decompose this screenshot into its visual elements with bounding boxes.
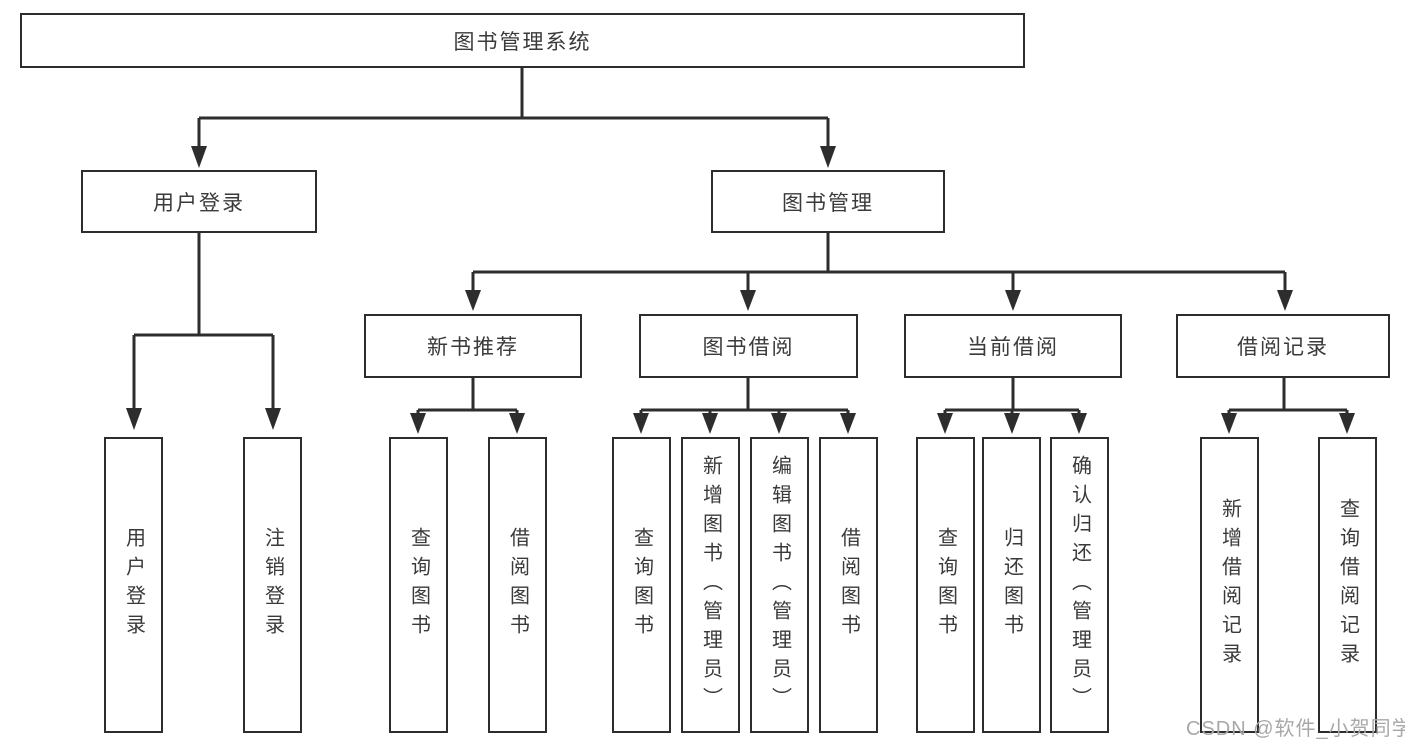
leaf-label: 新增借阅记录 <box>1218 498 1241 672</box>
arrowhead <box>1339 413 1355 434</box>
leaf-borrow-borrow-books: 借阅图书 <box>819 437 878 733</box>
arrowhead <box>740 290 756 311</box>
arrowhead <box>1221 413 1237 434</box>
arrowhead <box>771 413 787 434</box>
arrowhead <box>1277 290 1293 311</box>
arrowheads <box>126 146 1355 434</box>
leaf-user-login: 用户登录 <box>104 437 163 733</box>
leaf-label: 确认归还（管理员） <box>1068 454 1091 716</box>
leaf-label: 编辑图书（管理员） <box>768 454 791 716</box>
arrowhead <box>1071 413 1087 434</box>
leaf-label: 查询图书 <box>407 527 430 643</box>
node-root-system: 图书管理系统 <box>20 13 1025 68</box>
leaf-borrow-edit-books-admin: 编辑图书（管理员） <box>750 437 809 733</box>
watermark: CSDN @软件_小贺同学 <box>1186 718 1405 740</box>
leaf-current-return-books: 归还图书 <box>982 437 1041 733</box>
arrowhead <box>820 146 836 168</box>
arrowhead <box>465 290 481 311</box>
arrowhead <box>702 413 718 434</box>
leaf-label: 新增图书（管理员） <box>699 454 722 716</box>
leaf-label: 注销登录 <box>261 527 284 643</box>
node-label: 图书管理系统 <box>453 30 592 54</box>
leaf-record-add: 新增借阅记录 <box>1200 437 1259 733</box>
node-label: 用户登录 <box>153 191 245 215</box>
leaf-recommend-borrow-books: 借阅图书 <box>488 437 547 733</box>
arrowhead <box>265 408 281 430</box>
leaf-borrow-add-books-admin: 新增图书（管理员） <box>681 437 740 733</box>
leaf-recommend-query-books: 查询图书 <box>389 437 448 733</box>
arrowhead <box>633 413 649 434</box>
leaf-logout: 注销登录 <box>243 437 302 733</box>
leaf-current-query-books: 查询图书 <box>916 437 975 733</box>
arrowhead <box>191 146 207 168</box>
node-new-book-recommend: 新书推荐 <box>364 314 582 378</box>
node-user-login: 用户登录 <box>81 170 317 233</box>
arrowhead <box>1005 290 1021 311</box>
arrowhead <box>509 413 525 434</box>
arrowhead <box>126 408 142 430</box>
leaf-label: 查询图书 <box>934 527 957 643</box>
node-label: 新书推荐 <box>427 336 519 359</box>
arrowhead <box>937 413 953 434</box>
leaf-current-confirm-return-admin: 确认归还（管理员） <box>1050 437 1109 733</box>
node-current-borrow: 当前借阅 <box>904 314 1122 378</box>
leaf-record-query: 查询借阅记录 <box>1318 437 1377 733</box>
node-label: 图书管理 <box>782 191 874 215</box>
node-borrow-records: 借阅记录 <box>1176 314 1390 378</box>
arrowhead <box>410 413 426 434</box>
leaf-label: 查询借阅记录 <box>1336 498 1359 672</box>
node-label: 借阅记录 <box>1237 336 1329 359</box>
leaf-label: 用户登录 <box>122 527 145 643</box>
node-book-management: 图书管理 <box>711 170 945 233</box>
node-label: 图书借阅 <box>702 336 795 359</box>
leaf-label: 借阅图书 <box>506 527 529 643</box>
tree-edges <box>132 68 1349 414</box>
leaf-label: 归还图书 <box>1000 527 1023 643</box>
leaf-label: 查询图书 <box>630 527 653 643</box>
node-label: 当前借阅 <box>967 336 1059 359</box>
arrowhead <box>840 413 856 434</box>
node-book-borrow: 图书借阅 <box>639 314 858 378</box>
leaf-borrow-query-books: 查询图书 <box>612 437 671 733</box>
arrowhead <box>1004 413 1020 434</box>
leaf-label: 借阅图书 <box>837 527 860 643</box>
